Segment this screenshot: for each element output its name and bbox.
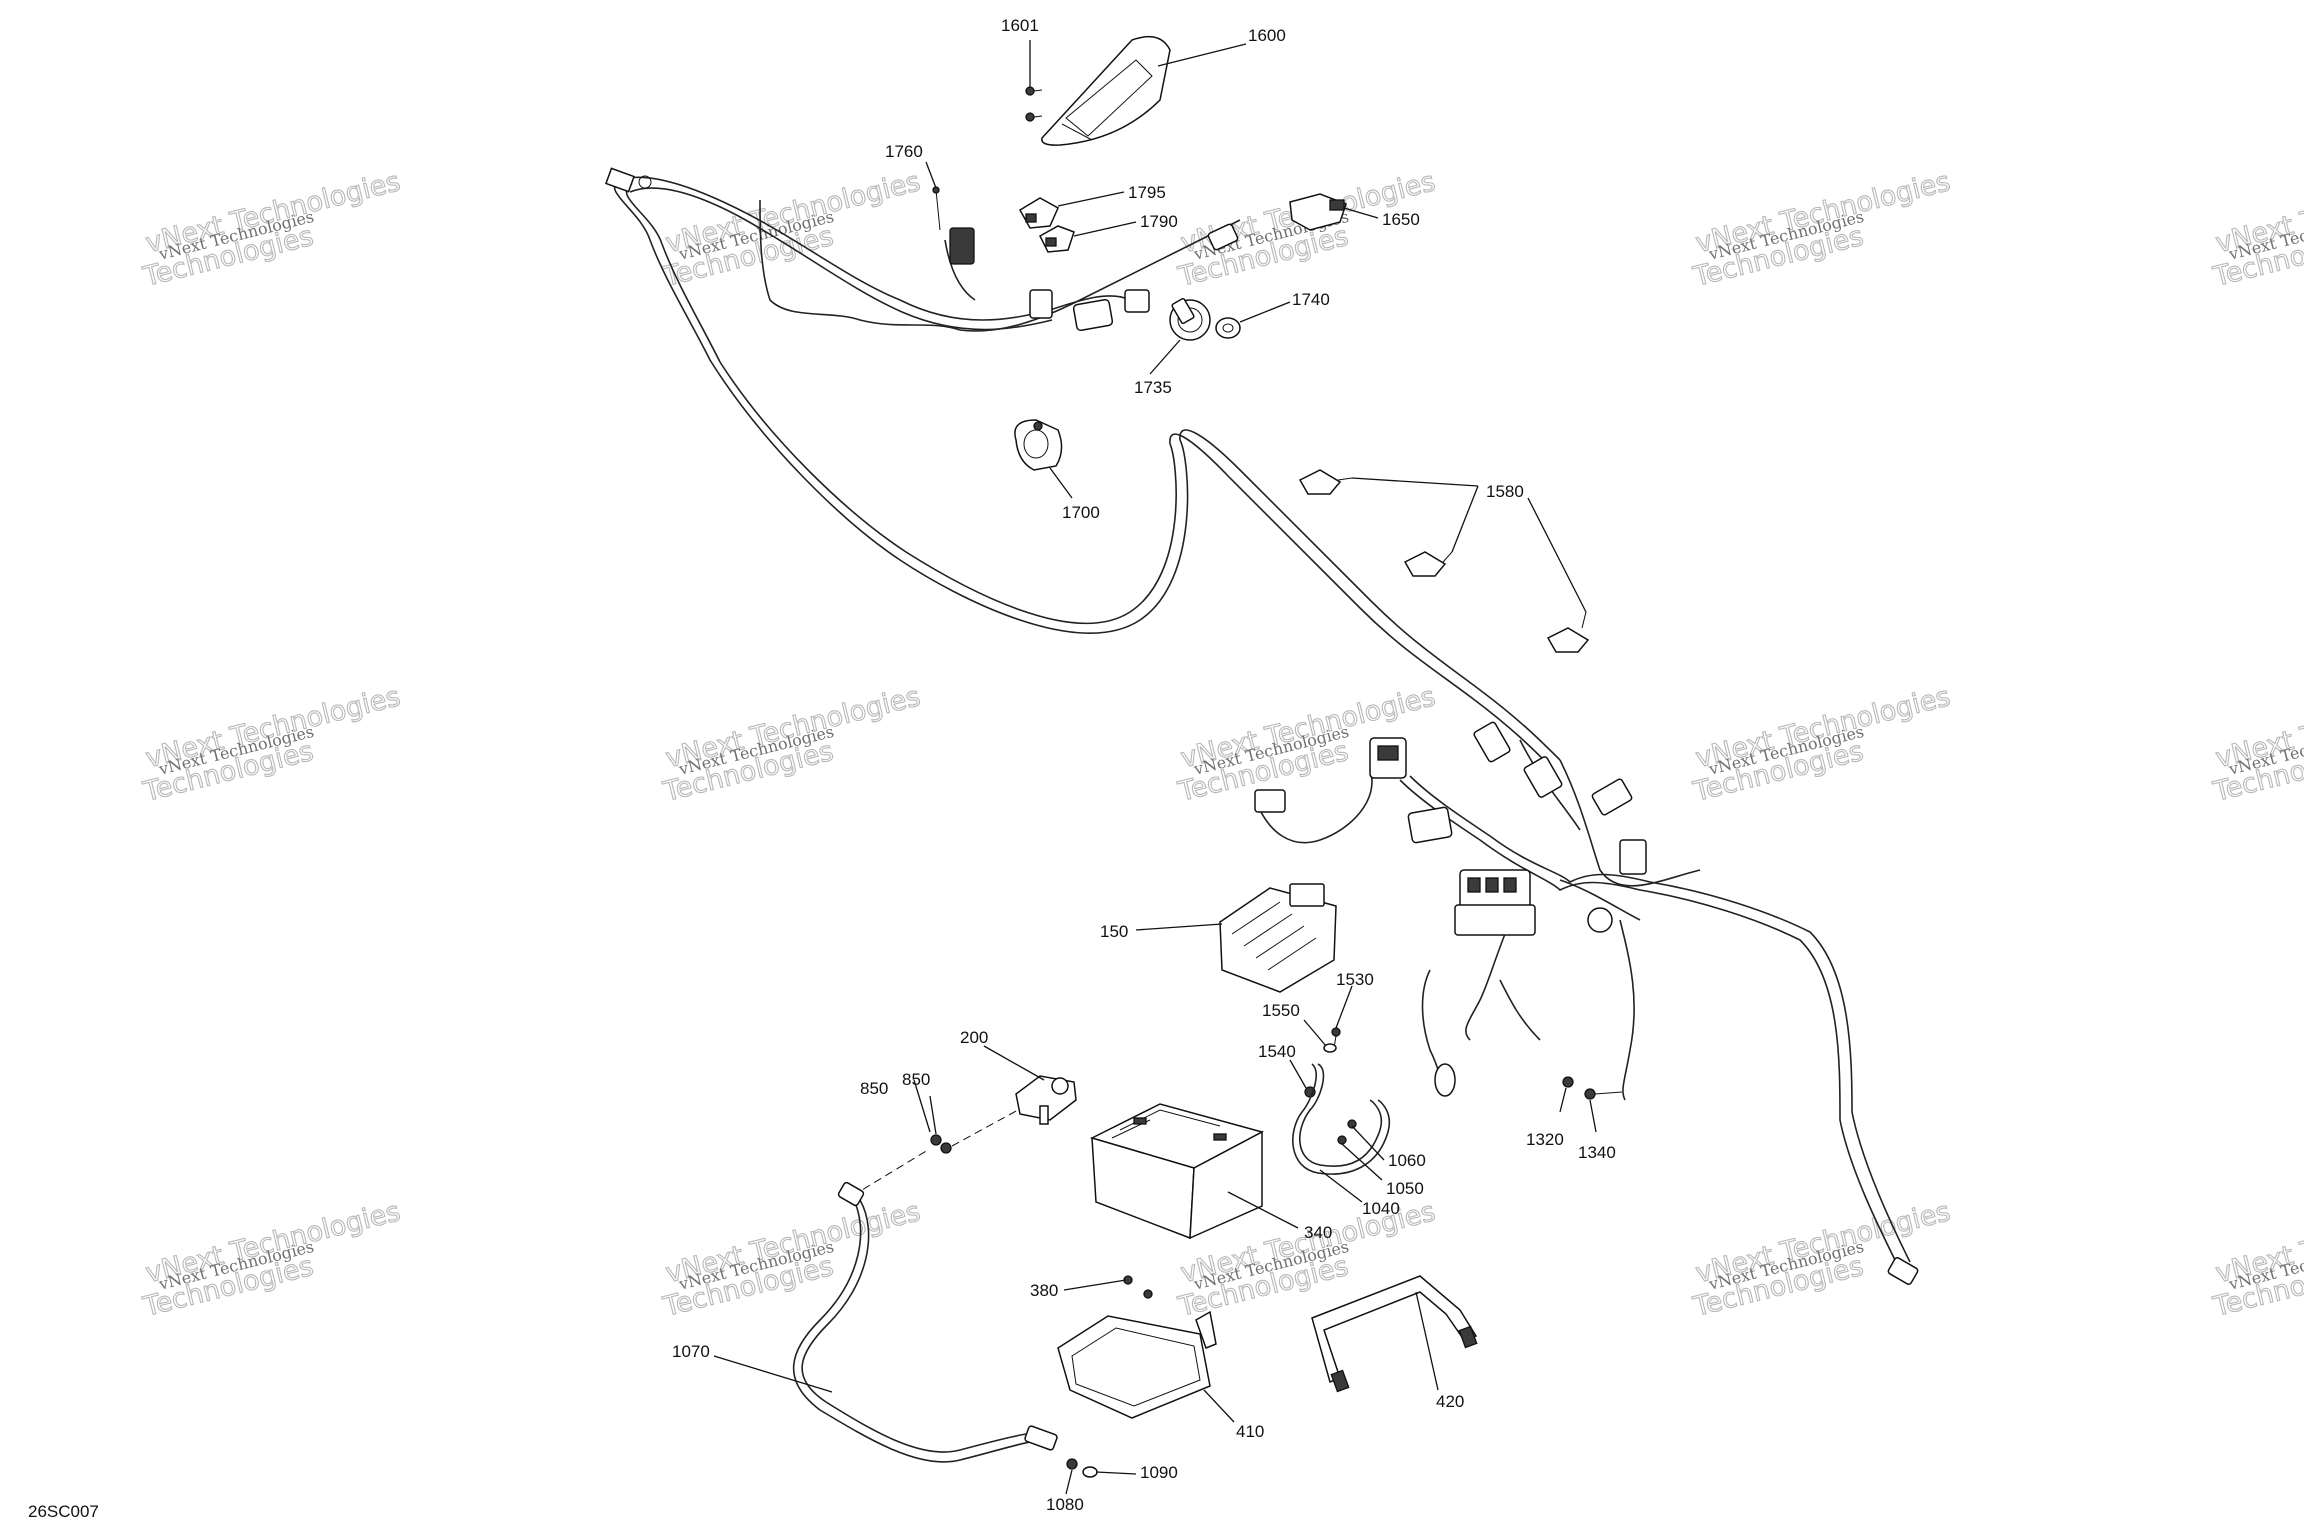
nut-1740 (1215, 317, 1241, 339)
callout-1090: 1090 (1140, 1463, 1178, 1482)
voltage-regulator-150 (1219, 883, 1337, 993)
nut-1060 (1347, 1119, 1357, 1129)
callout-1060: 1060 (1388, 1151, 1426, 1170)
callout-340: 340 (1304, 1223, 1332, 1242)
callout-1735: 1735 (1134, 378, 1172, 397)
switch-1790 (1039, 225, 1075, 253)
callout-410: 410 (1236, 1422, 1264, 1441)
watermark: vNext Technologies vNext Technologies Te… (2209, 166, 2304, 294)
washer-1090 (1082, 1466, 1098, 1478)
cable-1040 (1292, 1063, 1391, 1175)
bolt-1050 (1337, 1135, 1347, 1145)
callout-1580: 1580 (1486, 482, 1524, 501)
screw-380 (1123, 1275, 1153, 1299)
gauge-cluster-1600 (1041, 35, 1171, 146)
screw-1601 (1025, 86, 1043, 122)
callout-1080: 1080 (1046, 1495, 1084, 1514)
callout-850-b: 850 (902, 1070, 930, 1089)
callout-1070: 1070 (672, 1342, 710, 1361)
watermark: vNext Technologies vNext Technologies Te… (659, 166, 924, 294)
bolt-1760 (932, 186, 941, 231)
watermark: vNext Technologies vNext Technologies Te… (659, 681, 924, 809)
clip-1580 (1298, 469, 1353, 495)
callout-1650: 1650 (1382, 210, 1420, 229)
callout-1600: 1600 (1248, 26, 1286, 45)
battery-tray-410 (1057, 1310, 1217, 1419)
watermark: vNext Technologies vNext Technologies Te… (2209, 1196, 2304, 1324)
callout-1790: 1790 (1140, 212, 1178, 231)
connector-1650 (1289, 193, 1347, 231)
watermark: vNext Technologies vNext Technologies Te… (659, 1196, 924, 1324)
nut-1080 (1066, 1458, 1078, 1470)
callout-1340: 1340 (1578, 1143, 1616, 1162)
screw-1320 (1562, 1076, 1574, 1088)
watermark: vNext Technologies vNext Technologies Te… (1689, 681, 1954, 809)
clip-1340 (1584, 1088, 1623, 1100)
callout-1320: 1320 (1526, 1130, 1564, 1149)
callout-420: 420 (1436, 1392, 1464, 1411)
callout-1530: 1530 (1336, 970, 1374, 989)
callout-1550: 1550 (1262, 1001, 1300, 1020)
buzzer-1700 (1014, 419, 1063, 471)
callout-200: 200 (960, 1028, 988, 1047)
nut-850 (940, 1142, 952, 1154)
drawing-code: 26SC007 (28, 1502, 99, 1521)
callout-1050: 1050 (1386, 1179, 1424, 1198)
callout-850-a: 850 (860, 1079, 888, 1098)
lower-wiring-harness (1254, 721, 1919, 1285)
callout-1540: 1540 (1258, 1042, 1296, 1061)
switch-1795 (1018, 197, 1059, 229)
solenoid-200 (1015, 1075, 1077, 1125)
callout-1700: 1700 (1062, 503, 1100, 522)
cable-1070 (792, 1181, 1058, 1463)
sensor-1735 (1169, 297, 1211, 341)
leader-lines (713, 40, 1597, 1495)
watermark: vNext Technologies vNext Technologies Te… (1689, 1196, 1954, 1324)
watermark: vNext Technologies vNext Technologies Te… (139, 1196, 404, 1324)
battery-340 (1089, 1103, 1265, 1240)
battery-strap-420 (1311, 1275, 1478, 1393)
watermark: vNext Technologies vNext Technologies Te… (1689, 166, 1954, 294)
clip-1580 (1403, 551, 1453, 577)
callout-1740: 1740 (1292, 290, 1330, 309)
washer-1550 (1323, 1043, 1337, 1053)
upper-wiring-harness (605, 167, 1561, 769)
watermark: vNext Technologies vNext Technologies Te… (139, 166, 404, 294)
watermark: vNext Technologies vNext Technologies Te… (1174, 166, 1439, 294)
callout-labels: 1601 1600 1760 1795 1790 1650 1740 1735 … (672, 16, 1616, 1514)
callout-150: 150 (1100, 922, 1128, 941)
nut-850 (930, 1134, 942, 1146)
callout-1040: 1040 (1362, 1199, 1400, 1218)
watermark: vNext Technologies vNext Technologies Te… (2209, 681, 2304, 809)
watermark: vNext Technologies vNext Technologies Te… (139, 681, 404, 809)
callout-1795: 1795 (1128, 183, 1166, 202)
callout-1760: 1760 (885, 142, 923, 161)
callout-1601: 1601 (1001, 16, 1039, 35)
callout-380: 380 (1030, 1281, 1058, 1300)
clip-1580 (1546, 611, 1590, 653)
